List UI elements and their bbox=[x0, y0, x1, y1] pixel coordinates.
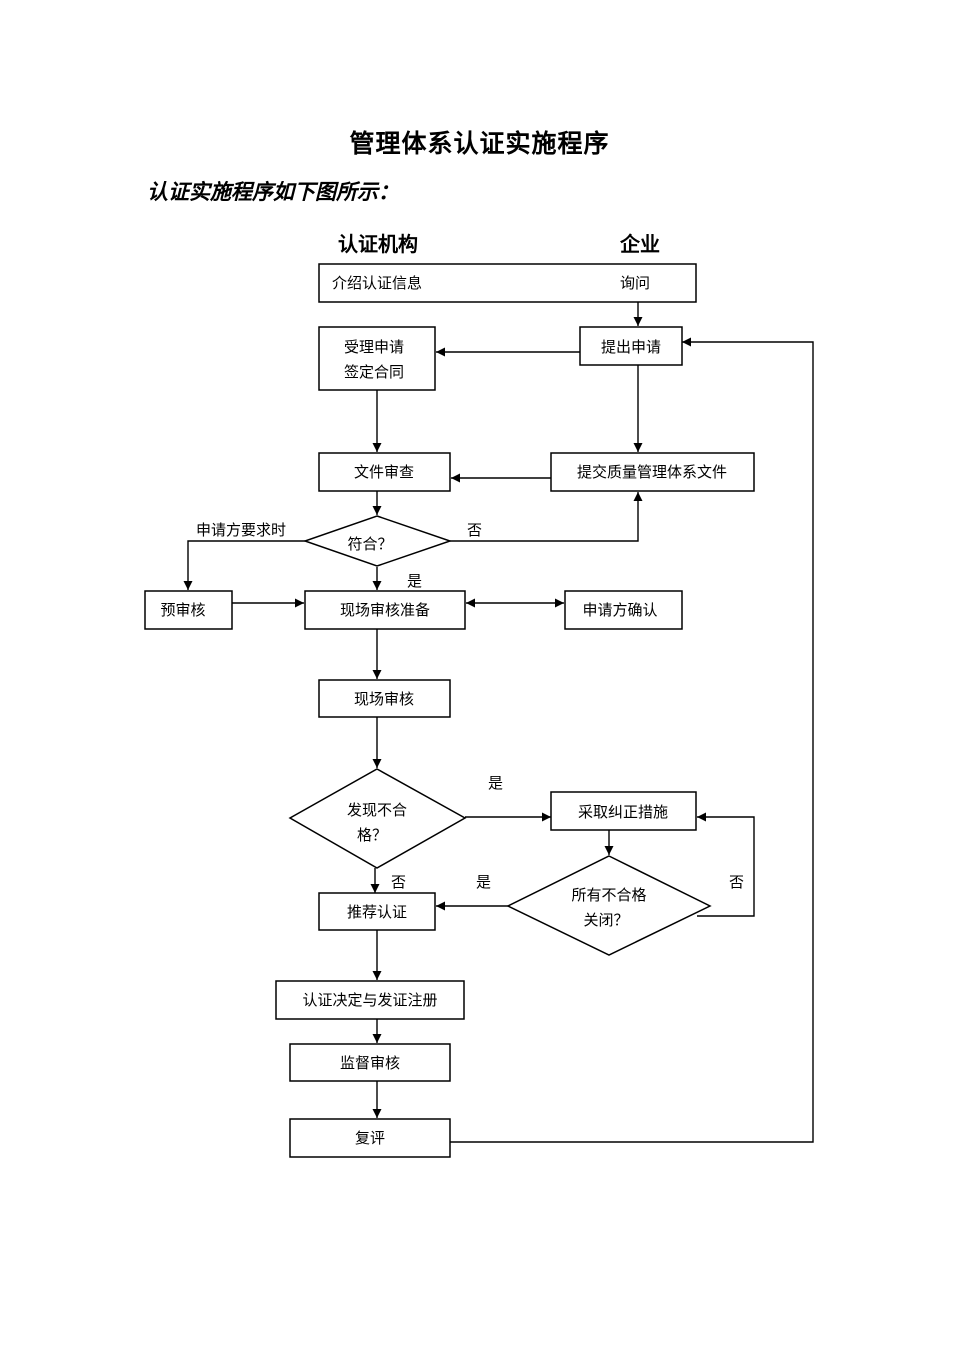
node-decision-label: 认证决定与发证注册 bbox=[302, 991, 437, 1009]
node-surveillance-label: 监督审核 bbox=[340, 1054, 400, 1072]
node-nonconf-label-2: 格？ bbox=[357, 826, 387, 844]
arrow-reassess-to-apply bbox=[450, 337, 814, 1143]
node-recommend: 推荐认证 bbox=[318, 892, 436, 931]
node-site-audit-label: 现场审核 bbox=[354, 690, 414, 708]
node-corrective-label: 采取纠正措施 bbox=[578, 803, 668, 821]
label-nonconf-yes: 是 bbox=[488, 774, 503, 792]
node-site-prep-label: 现场审核准备 bbox=[340, 601, 430, 619]
node-recommend-label: 推荐认证 bbox=[347, 903, 407, 921]
node-applicant-confirm-label: 申请方确认 bbox=[582, 601, 657, 619]
node-applicant-confirm: 申请方确认 bbox=[564, 590, 683, 630]
arrow-closed-no bbox=[697, 812, 755, 917]
node-inquiry-label: 询问 bbox=[620, 274, 650, 292]
label-applicant-request: 申请方要求时 bbox=[196, 521, 286, 539]
node-apply: 提出申请 bbox=[579, 326, 683, 366]
arrow-conform-preaudit bbox=[183, 540, 305, 590]
node-reassess-label: 复评 bbox=[355, 1129, 385, 1147]
node-intro-info-label: 介绍认证信息 bbox=[332, 274, 422, 292]
column-header-enterprise: 企业 bbox=[620, 232, 660, 256]
node-conform-label: 符合？ bbox=[347, 535, 392, 553]
node-submit-docs: 提交质量管理体系文件 bbox=[550, 452, 755, 492]
node-submit-docs-label: 提交质量管理体系文件 bbox=[577, 463, 727, 481]
label-closed-no: 否 bbox=[729, 873, 744, 891]
node-corrective: 采取纠正措施 bbox=[550, 791, 697, 831]
node-closed-label-2: 关闭？ bbox=[583, 911, 628, 929]
label-closed-yes: 是 bbox=[476, 873, 491, 891]
node-surveillance: 监督审核 bbox=[289, 1043, 451, 1082]
node-reassess: 复评 bbox=[289, 1118, 451, 1158]
node-doc-review-label: 文件审查 bbox=[354, 463, 414, 481]
connectors bbox=[183, 302, 814, 1143]
node-apply-label: 提出申请 bbox=[601, 338, 661, 356]
node-intro-info: 介绍认证信息 询问 bbox=[318, 263, 697, 303]
node-site-prep: 现场审核准备 bbox=[304, 590, 466, 630]
column-header-cert-body: 认证机构 bbox=[338, 232, 418, 256]
label-conform-no: 否 bbox=[467, 521, 482, 539]
node-site-audit: 现场审核 bbox=[318, 679, 451, 718]
arrow-conform-no bbox=[450, 492, 643, 542]
node-accept: 受理申请 签定合同 bbox=[318, 326, 436, 391]
label-conform-yes: 是 bbox=[407, 572, 422, 590]
node-pre-audit: 预审核 bbox=[144, 590, 233, 630]
node-nonconf-label-1: 发现不合 bbox=[347, 801, 407, 819]
label-nonconf-no: 否 bbox=[391, 873, 406, 891]
node-pre-audit-label: 预审核 bbox=[160, 601, 205, 619]
node-conform-decision: 符合？ bbox=[302, 515, 453, 567]
node-accept-label-1: 受理申请 bbox=[344, 338, 404, 356]
node-nonconf-decision: 发现不合 格？ bbox=[288, 768, 467, 869]
node-decision: 认证决定与发证注册 bbox=[275, 980, 465, 1020]
page-title: 管理体系认证实施程序 bbox=[349, 129, 610, 158]
node-accept-label-2: 签定合同 bbox=[344, 363, 404, 381]
node-closed-decision: 所有不合格 关闭？ bbox=[506, 855, 712, 956]
node-doc-review: 文件审查 bbox=[318, 452, 451, 492]
node-closed-label-1: 所有不合格 bbox=[571, 886, 646, 904]
intro-text: 认证实施程序如下图所示： bbox=[147, 180, 399, 204]
